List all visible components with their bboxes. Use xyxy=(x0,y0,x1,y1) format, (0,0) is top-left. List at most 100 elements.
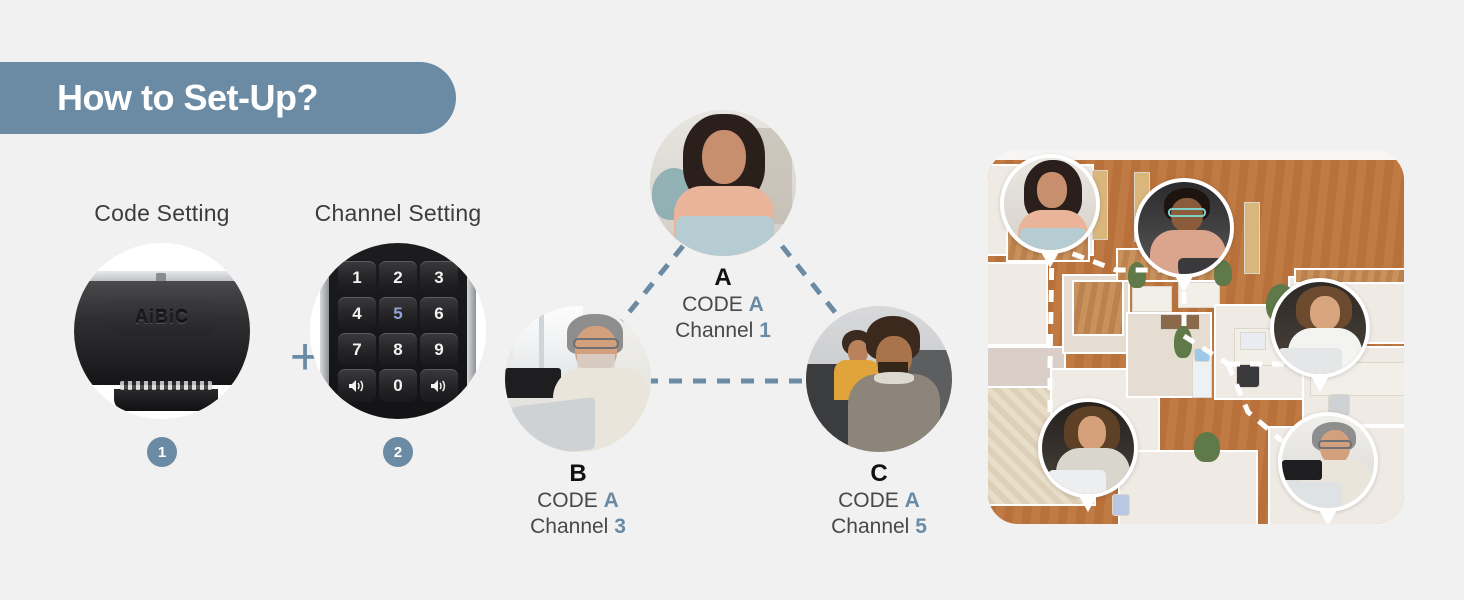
node-a-code: CODE A xyxy=(650,292,796,319)
office-person-3-pointer xyxy=(1311,376,1329,392)
office-person-5-monitor xyxy=(1282,460,1322,480)
office-person-2-pointer xyxy=(1175,276,1193,292)
node-b-code-value: A xyxy=(603,488,619,512)
network-node-a: A CODE A Channel 1 xyxy=(650,110,796,345)
person-c-collar xyxy=(874,372,914,384)
page-title: How to Set-Up? xyxy=(57,77,318,118)
keypad-key-3[interactable]: 3 xyxy=(420,261,458,294)
person-b-glasses xyxy=(573,338,619,349)
keypad-key-8[interactable]: 8 xyxy=(379,333,417,366)
node-c-channel-value: 5 xyxy=(915,515,927,539)
office-plant-5 xyxy=(1194,432,1220,462)
keypad-photo: 1 2 3 4 5 6 7 8 9 0 xyxy=(310,243,486,419)
link-a-c xyxy=(780,244,848,328)
office-person-4 xyxy=(1038,398,1138,498)
office-curtain-3 xyxy=(1244,202,1260,274)
office-water-bottle-2 xyxy=(1112,494,1130,516)
office-room-left-1 xyxy=(988,262,1048,346)
office-person-1-face xyxy=(1037,172,1067,208)
step-label-channel: Channel Setting xyxy=(314,200,482,226)
node-b-channel-value: 3 xyxy=(614,515,626,539)
node-a-code-value: A xyxy=(748,292,764,316)
office-person-5 xyxy=(1278,412,1378,512)
keypad-key-0[interactable]: 0 xyxy=(379,369,417,402)
link-a-b xyxy=(616,244,685,328)
person-b-monitor xyxy=(505,368,561,398)
office-chair-workstation xyxy=(1236,364,1260,388)
step-channel-setting: Channel Setting 1 2 3 4 5 6 7 8 xyxy=(298,200,498,467)
office-floor xyxy=(988,150,1404,524)
keypad-grid: 1 2 3 4 5 6 7 8 9 0 xyxy=(338,261,458,402)
node-b-channel-label: Channel xyxy=(530,515,609,539)
office-person-4-laptop xyxy=(1048,470,1106,494)
person-c-photo xyxy=(806,306,952,452)
volume-down-icon[interactable] xyxy=(338,369,376,402)
node-b-code: CODE A xyxy=(505,488,651,515)
keypad-key-1[interactable]: 1 xyxy=(338,261,376,294)
office-room-bottom-center xyxy=(1118,450,1258,524)
node-c-letter: C xyxy=(870,460,888,487)
step-badge-2: 2 xyxy=(383,437,413,467)
node-b-code-label: CODE xyxy=(537,488,598,512)
node-c-channel-label: Channel xyxy=(831,515,910,539)
network-node-c-caption: C CODE A Channel 5 xyxy=(806,460,952,541)
isometric-office-floorplan xyxy=(988,150,1404,524)
office-person-5-pointer xyxy=(1319,510,1337,524)
office-person-4-face xyxy=(1078,416,1106,450)
device-base xyxy=(114,389,218,411)
person-b-photo xyxy=(505,306,651,452)
person-a-photo xyxy=(650,110,796,256)
office-person-1 xyxy=(1000,154,1100,254)
step-badge-1: 1 xyxy=(147,437,177,467)
office-sofa-1 xyxy=(1132,286,1172,312)
network-node-b: B CODE A Channel 3 xyxy=(505,306,651,541)
office-person-2-glasses xyxy=(1168,208,1206,217)
keypad-key-6[interactable]: 6 xyxy=(420,297,458,330)
intercom-device-photo: AiBiC xyxy=(74,243,250,419)
volume-up-icon[interactable] xyxy=(420,369,458,402)
office-person-3-laptop xyxy=(1278,348,1342,374)
background-person-face xyxy=(848,340,868,364)
device-notch xyxy=(156,273,166,285)
network-node-c: C CODE A Channel 5 xyxy=(806,306,952,541)
office-cabinet-1 xyxy=(1072,280,1124,336)
device-logo-plate: AiBiC xyxy=(110,299,214,335)
node-c-channel: Channel 5 xyxy=(806,514,952,541)
node-b-letter: B xyxy=(569,460,587,487)
node-a-channel-value: 1 xyxy=(759,319,771,343)
keypad-side-right xyxy=(467,253,476,419)
background-window-bar xyxy=(539,306,544,394)
network-node-b-caption: B CODE A Channel 3 xyxy=(505,460,651,541)
device-grip xyxy=(120,381,212,390)
network-triangle-diagram: A CODE A Channel 1 xyxy=(490,110,970,580)
person-a-face xyxy=(702,130,746,184)
office-link-3 xyxy=(1181,270,1230,367)
person-a-laptop xyxy=(676,216,774,256)
network-node-a-caption: A CODE A Channel 1 xyxy=(650,264,796,345)
keypad-key-7[interactable]: 7 xyxy=(338,333,376,366)
keypad-key-2[interactable]: 2 xyxy=(379,261,417,294)
keypad-key-9[interactable]: 9 xyxy=(420,333,458,366)
network-links xyxy=(616,244,848,384)
office-monitor-workstation xyxy=(1240,332,1266,350)
node-a-code-label: CODE xyxy=(682,292,743,316)
office-person-3 xyxy=(1270,278,1370,378)
office-person-4-pointer xyxy=(1079,496,1097,512)
person-c-torso xyxy=(848,374,940,452)
office-person-3-face xyxy=(1310,296,1340,330)
keypad-side-left xyxy=(320,253,329,419)
node-c-code-label: CODE xyxy=(838,488,899,512)
office-link-5 xyxy=(1225,363,1290,448)
office-person-1-laptop xyxy=(1020,228,1086,250)
node-b-channel: Channel 3 xyxy=(505,514,651,541)
setup-steps: Code Setting AiBiC 1 + Channel Setting xyxy=(40,200,500,500)
office-person-2 xyxy=(1134,178,1234,278)
node-c-code-value: A xyxy=(904,488,920,512)
keypad-key-4[interactable]: 4 xyxy=(338,297,376,330)
node-a-letter: A xyxy=(714,264,732,291)
office-person-5-glasses xyxy=(1318,440,1352,449)
keypad-key-5[interactable]: 5 xyxy=(379,297,417,330)
step-code-setting: Code Setting AiBiC 1 xyxy=(62,200,262,467)
node-a-channel: Channel 1 xyxy=(650,318,796,345)
